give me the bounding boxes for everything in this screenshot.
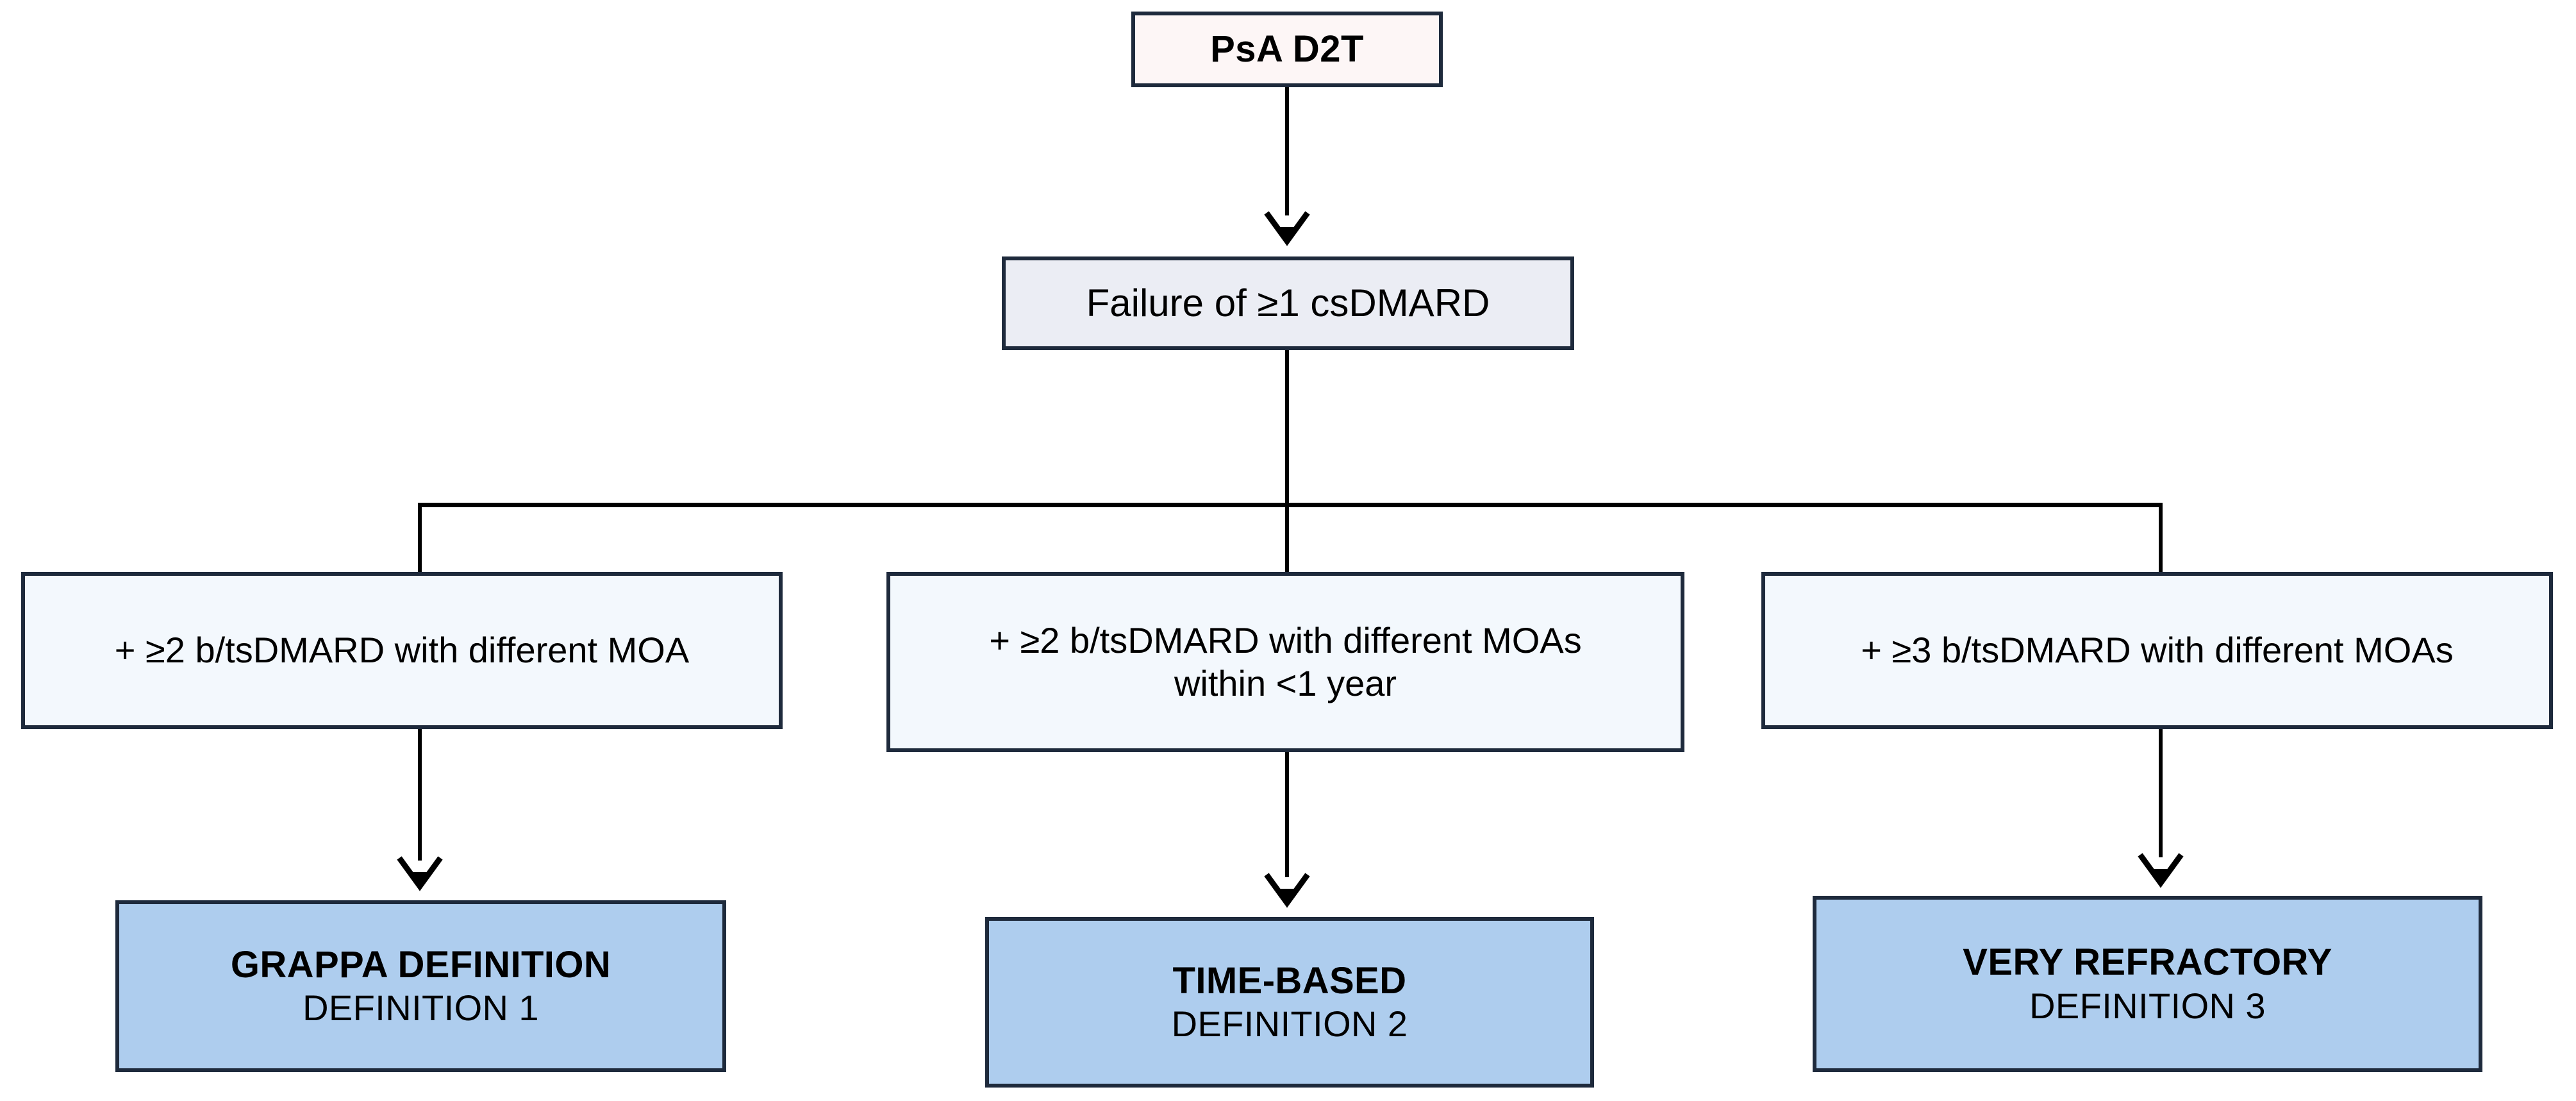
node-psa-d2t-label: PsA D2T: [1210, 28, 1364, 70]
node-criteria-1-line1: + ≥2 b/tsDMARD with different MOA: [114, 630, 690, 671]
node-definition-2-text: TIME-BASED DEFINITION 2: [989, 959, 1590, 1046]
edge-bus-horizontal: [418, 503, 2163, 507]
edge-root-to-prerequisite-line: [1285, 87, 1289, 215]
node-definition-2-subtitle: DEFINITION 2: [1171, 1004, 1408, 1045]
node-criteria-3[interactable]: + ≥3 b/tsDMARD with different MOAs: [1761, 572, 2553, 729]
node-failure-csdmard[interactable]: Failure of ≥1 csDMARD: [1002, 256, 1574, 350]
node-definition-3-title: VERY REFRACTORY: [1963, 941, 2332, 984]
edge-bus-drop-right: [2159, 503, 2163, 573]
node-criteria-2-line1: + ≥2 b/tsDMARD with different MOAs: [989, 620, 1582, 661]
node-criteria-2-text: + ≥2 b/tsDMARD with different MOAs withi…: [890, 619, 1681, 704]
edge-bus-drop-middle: [1285, 503, 1289, 573]
edge-criteria2-to-definition2-line: [1285, 752, 1289, 877]
node-definition-2[interactable]: TIME-BASED DEFINITION 2: [985, 917, 1594, 1088]
node-criteria-2-line2: within <1 year: [1174, 662, 1397, 703]
node-definition-3[interactable]: VERY REFRACTORY DEFINITION 3: [1813, 896, 2482, 1072]
node-psa-d2t[interactable]: PsA D2T: [1131, 12, 1443, 87]
node-failure-csdmard-label: Failure of ≥1 csDMARD: [1086, 281, 1490, 324]
node-criteria-1[interactable]: + ≥2 b/tsDMARD with different MOA: [21, 572, 783, 729]
edge-bus-drop-left: [418, 503, 422, 573]
node-criteria-1-text: + ≥2 b/tsDMARD with different MOA: [25, 629, 779, 671]
node-definition-2-title: TIME-BASED: [1172, 959, 1407, 1002]
node-criteria-2[interactable]: + ≥2 b/tsDMARD with different MOAs withi…: [886, 572, 1684, 752]
node-definition-1-title: GRAPPA DEFINITION: [230, 943, 611, 986]
node-definition-1-text: GRAPPA DEFINITION DEFINITION 1: [119, 943, 722, 1030]
node-definition-3-subtitle: DEFINITION 3: [2029, 985, 2266, 1026]
node-definition-3-text: VERY REFRACTORY DEFINITION 3: [1816, 941, 2479, 1027]
node-criteria-3-text: + ≥3 b/tsDMARD with different MOAs: [1765, 629, 2549, 671]
edge-criteria3-to-definition3-line: [2159, 729, 2163, 857]
edge-criteria1-to-definition1-line: [418, 729, 422, 861]
node-definition-1-subtitle: DEFINITION 1: [303, 988, 539, 1029]
edge-bus-stem: [1285, 350, 1289, 507]
node-definition-1[interactable]: GRAPPA DEFINITION DEFINITION 1: [115, 900, 726, 1072]
node-criteria-3-line1: + ≥3 b/tsDMARD with different MOAs: [1861, 630, 2454, 671]
